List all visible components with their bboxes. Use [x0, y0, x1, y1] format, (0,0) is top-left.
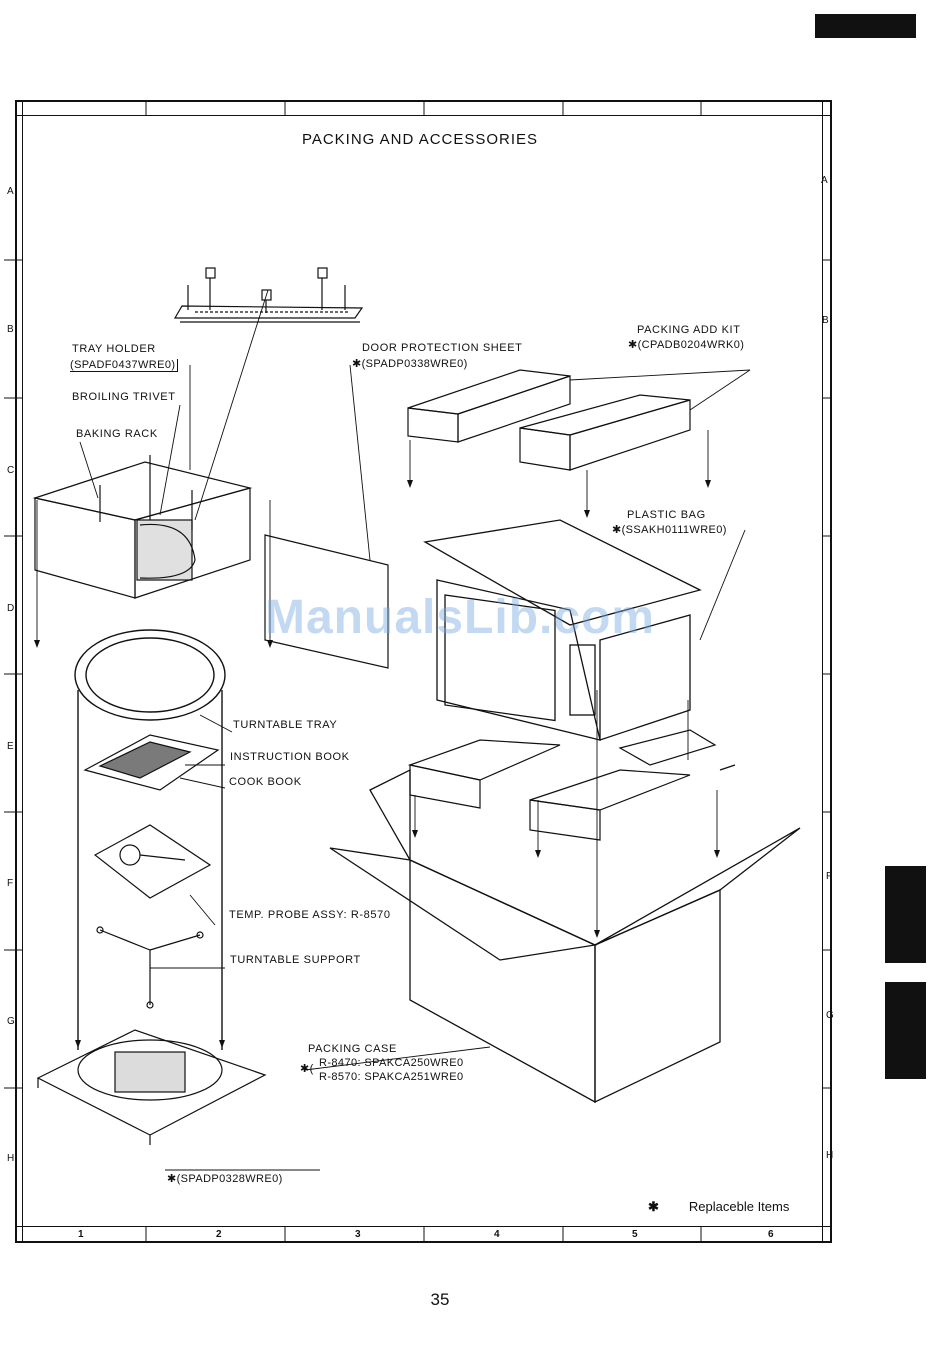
bottom-pad-code: ✱(SPADP0328WRE0): [167, 1173, 283, 1185]
microwave-oven-drawing: [423, 519, 702, 741]
col-label-6: 6: [768, 1229, 774, 1240]
packing-add-kit-label: PACKING ADD KIT: [637, 324, 741, 336]
broiling-trivet-drawing: [173, 267, 364, 323]
row-label-a-right: A: [821, 175, 828, 186]
tray-holder-code: (SPADF0437WRE0): [70, 359, 179, 372]
cook-book-label: COOK BOOK: [229, 776, 302, 788]
page-title: PACKING AND ACCESSORIES: [301, 131, 539, 148]
black-tab-right-2: [885, 982, 926, 1079]
row-label-b-left: B: [7, 324, 14, 335]
temp-probe-label: TEMP. PROBE ASSY: R-8570: [229, 909, 391, 921]
row-label-b-right: B: [822, 315, 829, 326]
row-label-c-left: C: [7, 465, 15, 476]
row-label-d-left: D: [7, 603, 15, 614]
packing-add-kit-drawing: [407, 369, 691, 471]
col-label-1: 1: [78, 1229, 84, 1240]
books-drawing: [83, 734, 220, 791]
frame-inner-right: [822, 100, 823, 1243]
lower-pads-drawing: [407, 729, 717, 841]
replaceable-items-legend: ✱ Replaceble Items: [648, 1199, 789, 1215]
packing-case-label: PACKING CASE: [308, 1043, 397, 1055]
door-protection-sheet-code: ✱(SPADP0338WRE0): [352, 358, 468, 370]
row-label-f-right: F: [826, 871, 833, 882]
door-protection-sheet-drawing: [264, 534, 389, 669]
temp-probe-drawing: [93, 824, 212, 899]
bottom-pad-drawing: [36, 1029, 267, 1145]
row-label-h-right: H: [826, 1150, 834, 1161]
black-tab-top: [815, 14, 916, 38]
legend-star-icon: ✱: [648, 1199, 659, 1214]
row-label-f-left: F: [7, 878, 14, 889]
tray-holder-label: TRAY HOLDER: [72, 343, 156, 355]
black-tab-right-1: [885, 866, 926, 963]
packing-case-line-1: R-8470: SPAKCA250WRE0: [319, 1057, 464, 1069]
arrowheads: [34, 480, 720, 1048]
plastic-bag-code: ✱(SSAKH0111WRE0): [612, 524, 727, 536]
watermark-text: ManualsLib.com: [265, 591, 656, 644]
door-protection-sheet-label: DOOR PROTECTION SHEET: [362, 342, 523, 354]
turntable-tray-drawing: [74, 629, 226, 1050]
packing-case-drawing: [329, 764, 801, 1104]
row-label-h-left: H: [7, 1153, 15, 1164]
tray-holder-drawing: [32, 455, 253, 599]
row-label-e-left: E: [7, 741, 14, 752]
row-label-g-left: G: [7, 1016, 15, 1027]
col-label-5: 5: [632, 1229, 638, 1240]
col-label-2: 2: [216, 1229, 222, 1240]
legend-text: Replaceble Items: [688, 1199, 790, 1214]
packing-case-star: ✱(: [300, 1063, 314, 1075]
packing-case-line-2: R-8570: SPAKCA251WRE0: [319, 1071, 464, 1083]
row-label-g-right: G: [826, 1010, 834, 1021]
baking-rack-label: BAKING RACK: [76, 428, 158, 440]
frame-inner-left: [22, 100, 23, 1243]
turntable-tray-label: TURNTABLE TRAY: [233, 719, 338, 731]
page-number: 35: [430, 1290, 450, 1309]
col-label-4: 4: [494, 1229, 500, 1240]
broiling-trivet-label: BROILING TRIVET: [72, 391, 176, 403]
instruction-book-label: INSTRUCTION BOOK: [230, 751, 350, 763]
packing-add-kit-code: ✱(CPADB0204WRK0): [628, 339, 745, 351]
leader-lines: [36, 289, 751, 1171]
row-label-a-left: A: [7, 186, 14, 197]
turntable-support-drawing: [96, 926, 204, 1009]
plastic-bag-label: PLASTIC BAG: [627, 509, 706, 521]
frame-inner-top: [15, 115, 832, 116]
col-label-3: 3: [355, 1229, 361, 1240]
turntable-support-label: TURNTABLE SUPPORT: [230, 954, 361, 966]
